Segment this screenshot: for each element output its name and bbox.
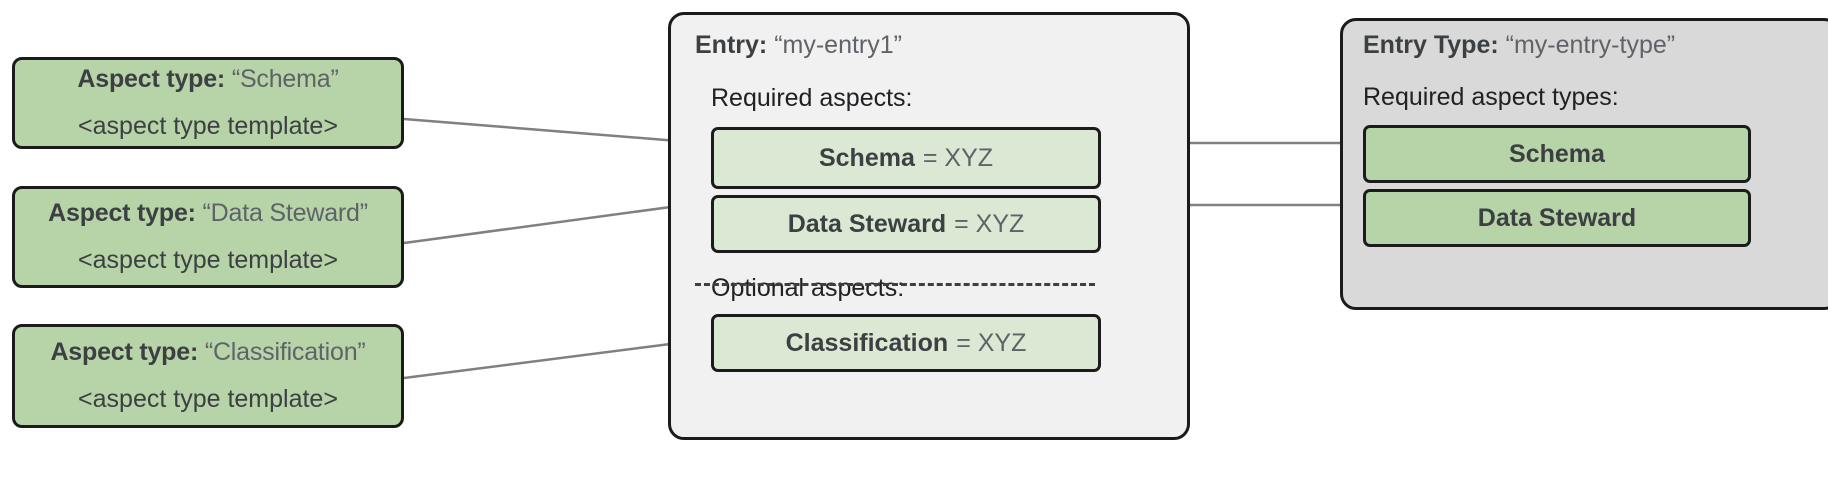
aspect-type-label: Aspect type:: [50, 338, 199, 366]
entry-type-required-aspect-type-schema[interactable]: Schema: [1363, 125, 1751, 183]
entry-required-aspect-schema[interactable]: Schema = XYZ: [711, 127, 1101, 189]
entry-required-aspect-data-steward[interactable]: Data Steward = XYZ: [711, 195, 1101, 253]
connector-schema-aspecttype-to-entry: [403, 117, 679, 143]
aspect-type-card-heading: Aspect type: “Data Steward”: [48, 199, 368, 228]
aspect-type-name: “Classification”: [204, 338, 366, 366]
aspect-type-card-classification[interactable]: Aspect type: “Classification” <aspect ty…: [12, 324, 404, 428]
aspect-value: = XYZ: [954, 209, 1025, 238]
entry-type-title-label: Entry Type:: [1363, 31, 1499, 59]
aspect-type-template: <aspect type template>: [78, 385, 338, 413]
entry-optional-aspect-classification[interactable]: Classification = XYZ: [711, 314, 1101, 372]
entry-type-panel[interactable]: Entry Type: “my-entry-type” Required asp…: [1340, 18, 1828, 310]
aspect-type-label: Aspect type:: [48, 199, 196, 227]
entry-optional-aspects-label: Optional aspects:: [711, 274, 905, 302]
aspect-name: Data Steward: [787, 209, 947, 238]
connector-classification-aspecttype-to-entry: [403, 341, 679, 380]
entry-title-value: “my-entry1”: [774, 31, 902, 59]
entry-type-required-label: Required aspect types:: [1363, 83, 1619, 111]
connector-datasteward-aspecttype-to-entry: [403, 204, 679, 245]
entry-type-title-value: “my-entry-type”: [1505, 31, 1676, 59]
entry-panel[interactable]: Entry: “my-entry1” Required aspects: Sch…: [668, 12, 1190, 440]
entry-type-panel-title: Entry Type: “my-entry-type”: [1363, 31, 1675, 60]
entry-required-aspects-label: Required aspects:: [711, 84, 913, 112]
aspect-type-template: <aspect type template>: [78, 112, 338, 140]
aspect-value: = XYZ: [922, 143, 994, 172]
aspect-type-card-heading: Aspect type: “Schema”: [77, 65, 338, 94]
aspect-type-template: <aspect type template>: [78, 246, 338, 274]
aspect-type-label: Aspect type:: [77, 65, 226, 93]
aspect-type-name: “Data Steward”: [202, 199, 369, 227]
aspect-type-name: Data Steward: [1477, 203, 1637, 232]
aspect-type-name: “Schema”: [231, 65, 339, 93]
aspect-type-name: Schema: [1509, 139, 1605, 168]
aspect-type-card-data-steward[interactable]: Aspect type: “Data Steward” <aspect type…: [12, 186, 404, 288]
aspect-type-card-heading: Aspect type: “Classification”: [50, 338, 365, 367]
aspect-type-card-schema[interactable]: Aspect type: “Schema” <aspect type templ…: [12, 57, 404, 149]
aspect-name: Schema: [818, 143, 915, 172]
entry-title-label: Entry:: [695, 31, 768, 59]
required-optional-divider: [695, 283, 1095, 286]
entry-panel-title: Entry: “my-entry1”: [695, 31, 902, 60]
aspect-value: = XYZ: [956, 328, 1027, 357]
aspect-name: Classification: [785, 328, 949, 357]
entry-type-required-aspect-type-data-steward[interactable]: Data Steward: [1363, 189, 1751, 247]
